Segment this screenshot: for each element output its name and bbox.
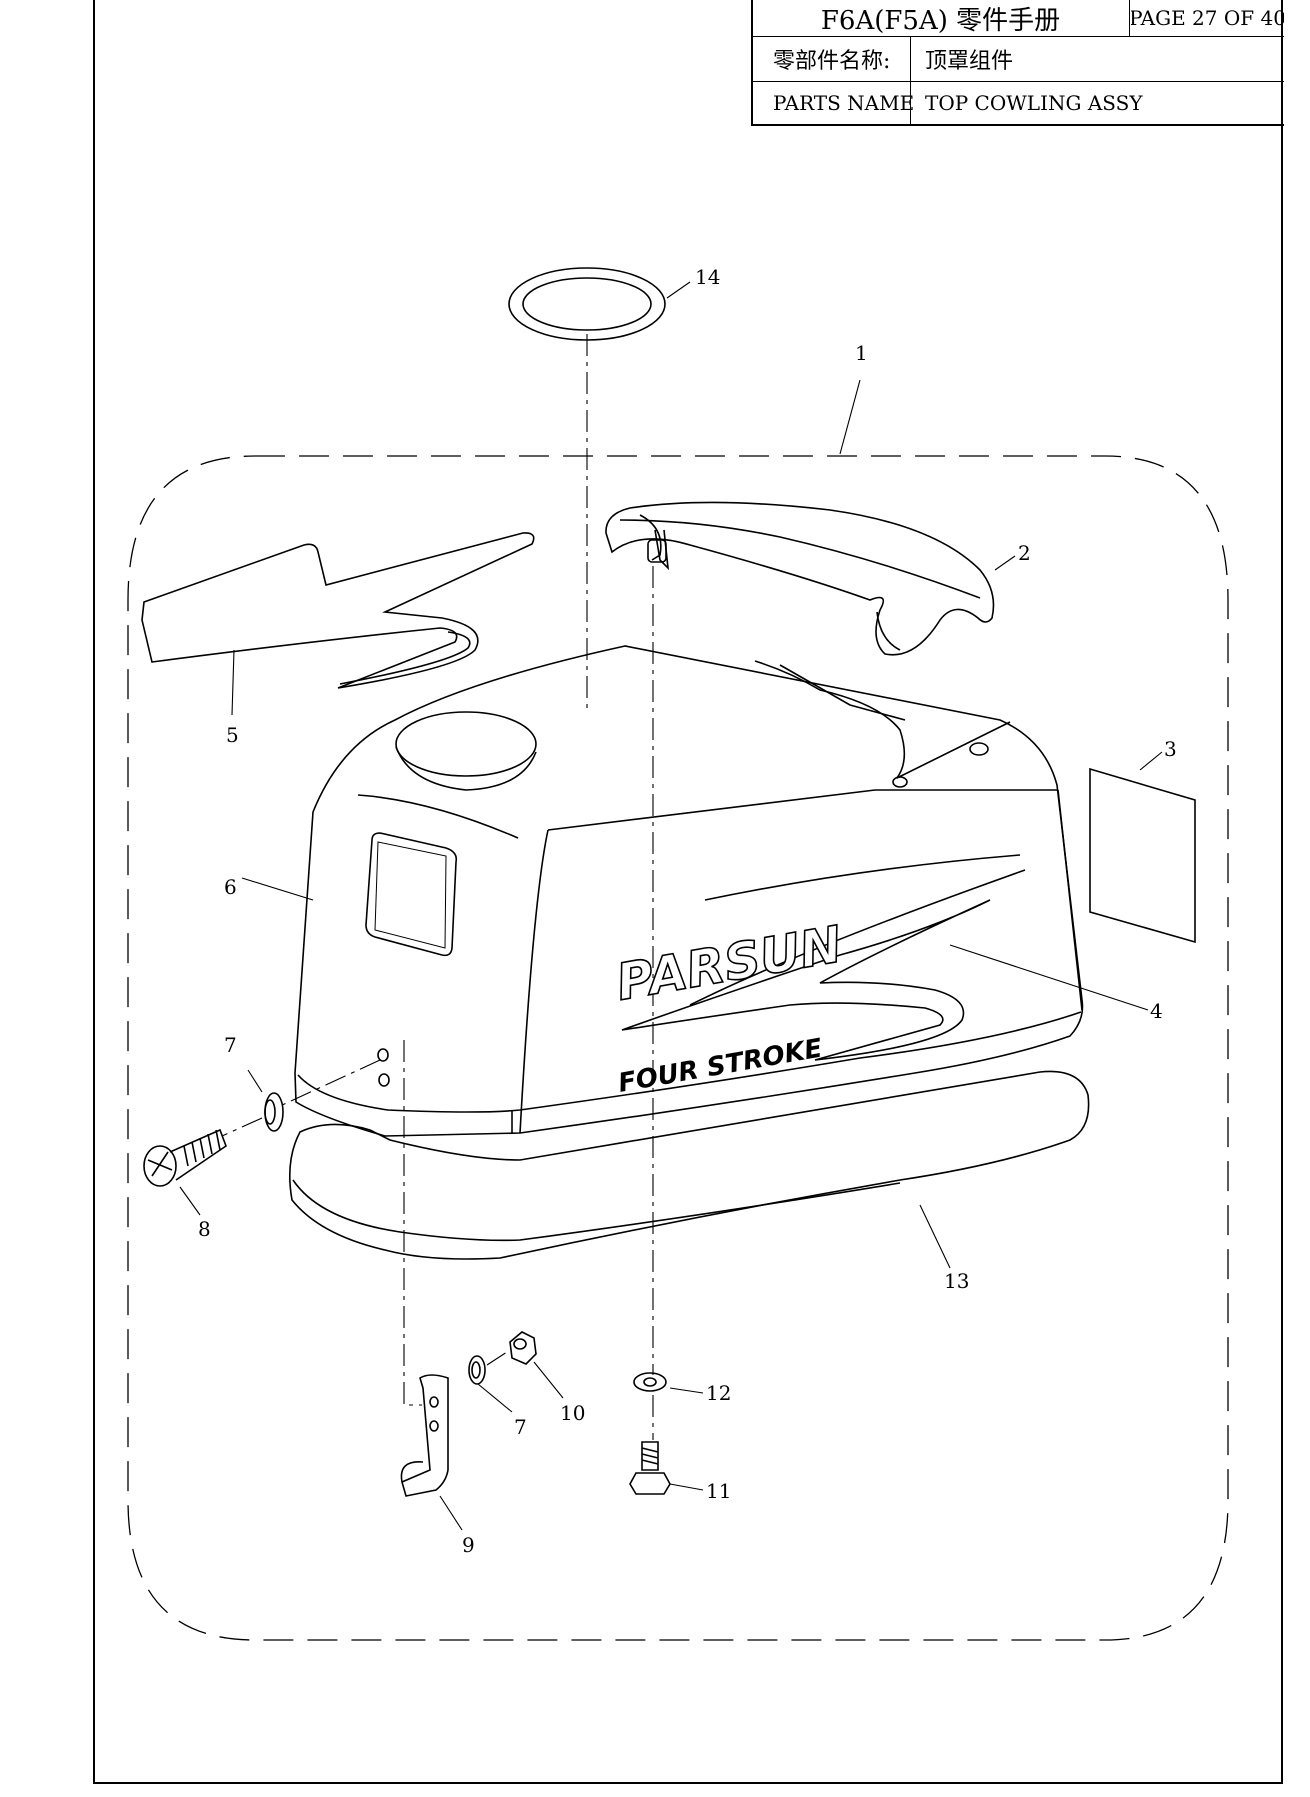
- bracket-part-9: [400, 1374, 449, 1497]
- callout-8: 8: [198, 1217, 211, 1241]
- leader-lines: [179, 281, 1163, 1531]
- callout-9: 9: [462, 1533, 475, 1557]
- assembly-boundary: [127, 455, 1229, 1641]
- o-ring-part-14: [508, 267, 666, 341]
- part-name-value-en: TOP COWLING ASSY: [925, 91, 1143, 115]
- callout-7-lower: 7: [514, 1415, 527, 1439]
- manual-title: F6A(F5A) 零件手册: [820, 5, 1061, 36]
- title-divider: [1129, 0, 1130, 36]
- callout-11: 11: [706, 1479, 731, 1503]
- part-name-cn-row: 零部件名称: 顶罩组件: [753, 37, 1284, 82]
- decal-part-5: [141, 532, 535, 689]
- washer-part-12: [633, 1372, 667, 1392]
- label-plate-part-3: [1089, 767, 1196, 944]
- callout-12: 12: [706, 1381, 731, 1405]
- handle-cover-part-2: [605, 501, 995, 656]
- nut-part-10: [509, 1331, 537, 1365]
- part-name-en-row: PARTS NAME: TOP COWLING ASSY: [753, 82, 1284, 124]
- alignment-lines: [221, 334, 654, 1440]
- part-name-label-en: PARTS NAME:: [773, 91, 913, 115]
- callout-4: 4: [1150, 999, 1163, 1023]
- row-divider: [910, 37, 911, 81]
- cowling-crease: [704, 854, 1021, 901]
- washer-part-7-lower: [468, 1355, 486, 1385]
- callout-10: 10: [560, 1401, 585, 1425]
- part-name-label-cn: 零部件名称:: [773, 49, 891, 74]
- page-number: PAGE 27 OF 40: [1131, 6, 1284, 30]
- callout-14: 14: [695, 265, 720, 289]
- brand-logo: PARSUN: [612, 915, 846, 1012]
- part-name-value-cn: 顶罩组件: [925, 49, 1014, 74]
- title-row: F6A(F5A) 零件手册 PAGE 27 OF 40: [753, 0, 1284, 37]
- bottom-seal-part-13: [288, 1070, 1090, 1260]
- callout-13: 13: [944, 1269, 969, 1293]
- callout-6: 6: [224, 875, 237, 899]
- row-divider: [910, 82, 911, 124]
- callout-2: 2: [1018, 541, 1031, 565]
- bolt-part-11: [629, 1441, 671, 1495]
- four-stroke-logo: FOUR STROKE: [616, 1033, 825, 1098]
- screw-part-8: [143, 1128, 227, 1187]
- decal-part-4: [621, 899, 991, 1061]
- drawing-frame: [93, 0, 1283, 1784]
- callout-5: 5: [226, 723, 239, 747]
- title-block: F6A(F5A) 零件手册 PAGE 27 OF 40 零部件名称: 顶罩组件 …: [751, 0, 1284, 126]
- decal-part-4-streak: [689, 869, 1026, 1006]
- cowling-body-part-6: [294, 645, 1084, 1137]
- callout-1: 1: [855, 341, 868, 365]
- callout-3: 3: [1164, 737, 1177, 761]
- washer-part-7-upper: [264, 1092, 284, 1132]
- callout-7-upper: 7: [224, 1033, 237, 1057]
- decal-part-5-inner-line: [339, 631, 471, 685]
